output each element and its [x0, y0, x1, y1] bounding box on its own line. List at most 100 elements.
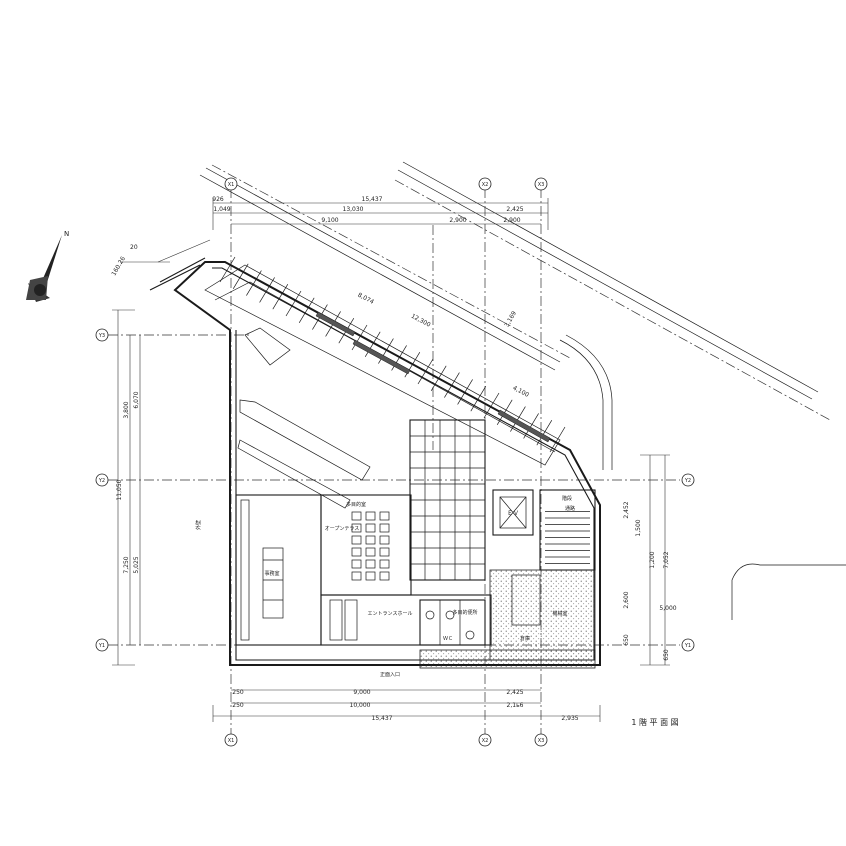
pergola-slat: [549, 426, 566, 453]
pergola-slat: [523, 413, 539, 439]
chair: [351, 535, 362, 545]
dim-bottom-row2-a: 10,000: [350, 702, 371, 709]
multipurpose-room: 多目的室 オープンテラス: [320, 494, 412, 596]
drawing-title: 1 階 平 面 図: [631, 717, 678, 727]
dim-left-b: 6,070: [133, 391, 140, 408]
room-stair-label: 階段: [562, 495, 572, 502]
pergola-slat: [536, 420, 553, 446]
dim-bottom-edge-b: 250: [232, 702, 244, 709]
dim-bottom-edge-a: 250: [232, 689, 244, 696]
elevator-core: ＥＶ: [492, 489, 534, 536]
chair: [351, 547, 362, 557]
room-machine-label: 機械室: [552, 610, 567, 617]
chair: [351, 523, 362, 533]
dim-top-row3-c: 2,900: [503, 217, 520, 224]
dim-top-row2-b: 2,425: [506, 206, 523, 213]
dim-angle2: 20: [130, 244, 138, 251]
chair: [365, 511, 376, 521]
grid-left-2: Y2: [98, 478, 105, 484]
dim-right-f: 7,052: [663, 551, 670, 568]
chair: [379, 547, 390, 557]
dim-bottom-row2-b: 2,1ь6: [507, 702, 524, 709]
pergola-slat: [259, 277, 275, 303]
office-room: 事務室: [235, 494, 322, 646]
dim-left-d: 5,025: [133, 556, 140, 573]
chair: [365, 559, 376, 569]
pergola-slat: [351, 324, 368, 351]
toilet-block: ＷＣ 多目的便所: [419, 599, 486, 646]
grid-left-1: Y3: [98, 333, 105, 339]
dim-bottom-row1-b: 2,425: [506, 689, 523, 696]
dim-right-b: 1,500: [635, 519, 642, 536]
room-entrance-hall-label: エントランスホール: [368, 611, 413, 617]
pergola-slat: [483, 392, 500, 419]
chair: [379, 559, 390, 569]
dim-top-edge-b: 1,049: [213, 206, 230, 213]
pergola-slat: [364, 331, 381, 357]
dim-bottom-edge-c: 2,935: [561, 715, 578, 722]
pergola-slat: [496, 399, 513, 425]
pergola-slat: [285, 290, 302, 317]
grid-right-2: Y1: [684, 643, 691, 649]
chair: [365, 547, 376, 557]
stair-block: 階段: [539, 489, 596, 571]
dim-left-a: 3,800: [123, 401, 130, 418]
chair: [351, 511, 362, 521]
dim-right-d: 2,600: [623, 591, 630, 608]
terrace-pergola: [204, 256, 566, 466]
dim-right-h: 650: [663, 649, 670, 661]
grid-top-3: X3: [538, 182, 545, 188]
dim-angle: 160.26: [110, 255, 127, 277]
seating-bands: [237, 327, 371, 509]
grid-labels: X1 X2 X3 X1 X2 X3 Y3 Y2 Y1 Y2 Y1: [98, 182, 691, 744]
pergola-slat: [470, 386, 487, 412]
chair: [379, 511, 390, 521]
room-office-label: 事務室: [264, 570, 279, 577]
dim-left-c: 7,250: [123, 556, 130, 573]
north-arrow: N: [26, 230, 69, 302]
dim-right-e: 5,000: [659, 605, 676, 612]
room-toilet-label: ＷＣ: [443, 636, 453, 642]
grid-bottom-3: X3: [538, 738, 545, 744]
chair: [365, 571, 376, 581]
grid-top-2: X2: [482, 182, 489, 188]
grid-bottom-1: X1: [228, 738, 235, 744]
north-arrow-label: N: [64, 230, 69, 238]
entrance-hall: エントランスホール: [320, 594, 492, 646]
dim-bottom-overall: 15,437: [372, 715, 393, 722]
pergola-slat: [457, 379, 473, 405]
room-disabled-toilet-label: 多目的便所: [452, 609, 477, 616]
pergola-slat: [219, 256, 236, 283]
dim-top-row3-b: 2,900: [449, 217, 466, 224]
glazed-room: [409, 419, 486, 581]
site-boundary: [199, 161, 846, 620]
room-elevator-label: ＥＶ: [507, 510, 519, 517]
dim-left-total: 11,050: [116, 479, 123, 500]
grid-bottom-2: X2: [482, 738, 489, 744]
room-multipurpose-label: 多目的室: [346, 501, 366, 508]
chair: [365, 535, 376, 545]
passage-note: 通路: [565, 505, 575, 512]
dim-right-g: 650: [623, 634, 630, 646]
dim-top-row3-a: 9,100: [321, 217, 338, 224]
pergola-slat: [232, 263, 249, 289]
pergola-slat: [430, 365, 447, 391]
pergola-slat: [272, 284, 289, 310]
dim-diag-d: 4,100: [511, 385, 530, 399]
dim-bottom-row1-a: 9,000: [353, 689, 370, 696]
room-open-terrace-label: オープンテラス: [325, 526, 360, 532]
grid-bubbles: [95, 177, 695, 747]
chair: [379, 571, 390, 581]
grid-left-3: Y1: [98, 643, 105, 649]
dim-right-a: 2,452: [623, 501, 630, 518]
entrance-note: 正面入口: [380, 672, 400, 678]
chair: [379, 523, 390, 533]
chair: [379, 535, 390, 545]
pergola-slat: [417, 358, 434, 385]
dim-top-overall: 15,437: [362, 196, 383, 203]
dimension-lines: [112, 198, 670, 722]
dim-top-row2-a: 13,030: [343, 206, 364, 213]
chair: [365, 523, 376, 533]
pergola-slat: [510, 406, 526, 432]
pergola-slat: [444, 372, 460, 398]
